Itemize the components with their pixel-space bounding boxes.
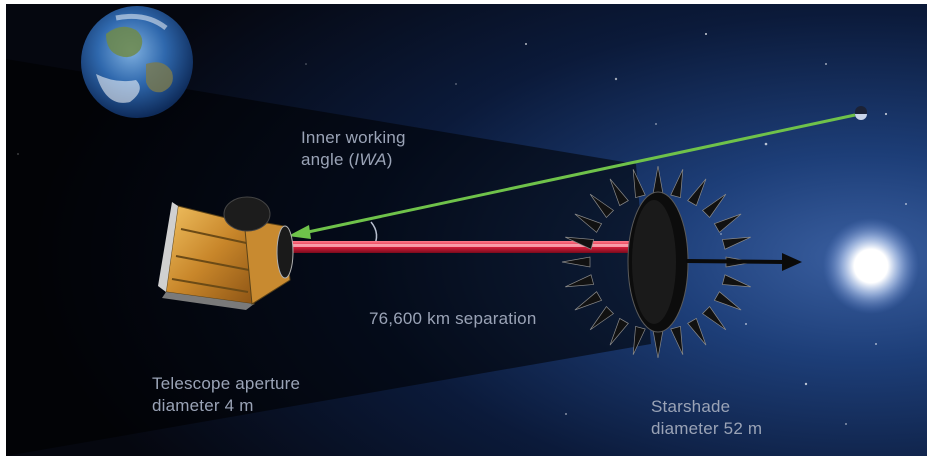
earth-globe-icon: [81, 6, 193, 118]
exoplanet-dot-icon: [855, 106, 867, 120]
space-telescope-icon: [158, 196, 294, 310]
telescope-label-line1: Telescope aperture: [152, 374, 301, 393]
starshade-petals-icon: [561, 165, 755, 359]
starshade-label-line1: Starshade: [651, 397, 731, 416]
diagram-canvas: [6, 4, 927, 456]
planet-light-ray: [288, 113, 856, 239]
host-star-icon: [823, 218, 919, 314]
iwa-label-abbrev: IWA: [354, 150, 387, 169]
starshade-direction-arrow: [685, 253, 802, 271]
telescope-aperture-label: Telescope aperture diameter 4 m: [152, 373, 300, 417]
starshade-diameter-label: Starshade diameter 52 m: [651, 396, 762, 440]
iwa-label-line2: angle (IWA): [301, 149, 406, 171]
starshade-diagram: Inner working angle (IWA) 76,600 km sepa…: [6, 4, 927, 456]
starshade-label-line2: diameter 52 m: [651, 419, 763, 438]
iwa-label: Inner working angle (IWA): [301, 127, 406, 171]
star-beam: [274, 241, 646, 253]
shadow-cone: [6, 59, 651, 456]
iwa-label-prefix: angle (: [301, 150, 355, 169]
separation-label: 76,600 km separation: [369, 309, 537, 328]
telescope-label-line2: diameter 4 m: [152, 396, 254, 415]
iwa-label-suffix: ): [386, 150, 393, 169]
iwa-label-line1: Inner working: [301, 128, 406, 147]
